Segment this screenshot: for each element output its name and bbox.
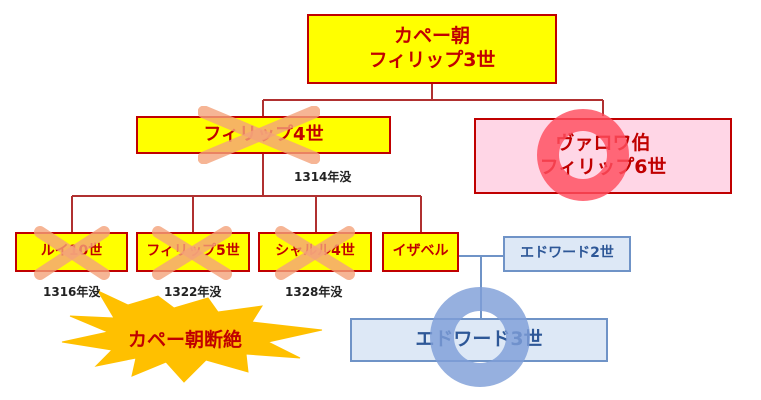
marriage-lines <box>459 255 503 318</box>
edward2-box: エドワード2世 <box>503 236 631 272</box>
charles4-box: シャルル4世 <box>258 232 372 272</box>
charles4-death-note: 1328年没 <box>285 285 343 299</box>
isabelle-box: イザベル <box>382 232 459 272</box>
philippe6-label: フィリップ6世 <box>539 156 667 178</box>
philippe5-label: フィリップ5世 <box>146 243 240 260</box>
philippe5-box: フィリップ5世 <box>136 232 250 272</box>
edward3-box: エドワード3世 <box>350 318 608 362</box>
capet-dynasty-label: カペー朝 <box>393 25 470 48</box>
philippe4-box: フィリップ4世 <box>136 116 391 154</box>
isabelle-label: イザベル <box>392 243 449 260</box>
philippe4-death-note: 1314年没 <box>294 170 352 184</box>
capet-root-box: カペー朝 フィリップ3世 <box>307 14 557 84</box>
philippe3-label: フィリップ3世 <box>368 49 496 71</box>
capet-extinction-label: カペー朝断絶 <box>128 329 243 351</box>
louis10-death-note: 1316年没 <box>43 285 101 299</box>
louis10-label: ルイ10世 <box>40 243 103 260</box>
capet-tree-lines <box>71 84 604 232</box>
valois-count-label: ヴァロワ伯 <box>555 132 651 155</box>
philippe4-label: フィリップ4世 <box>203 123 324 145</box>
explosion-burst-shape <box>61 289 323 383</box>
louis10-box: ルイ10世 <box>15 232 128 272</box>
philippe5-death-note: 1322年没 <box>164 285 222 299</box>
charles4-label: シャルル4世 <box>275 243 355 260</box>
edward2-label: エドワード2世 <box>520 245 614 262</box>
edward3-label: エドワード3世 <box>415 328 543 351</box>
valois-box: ヴァロワ伯 フィリップ6世 <box>474 118 732 194</box>
